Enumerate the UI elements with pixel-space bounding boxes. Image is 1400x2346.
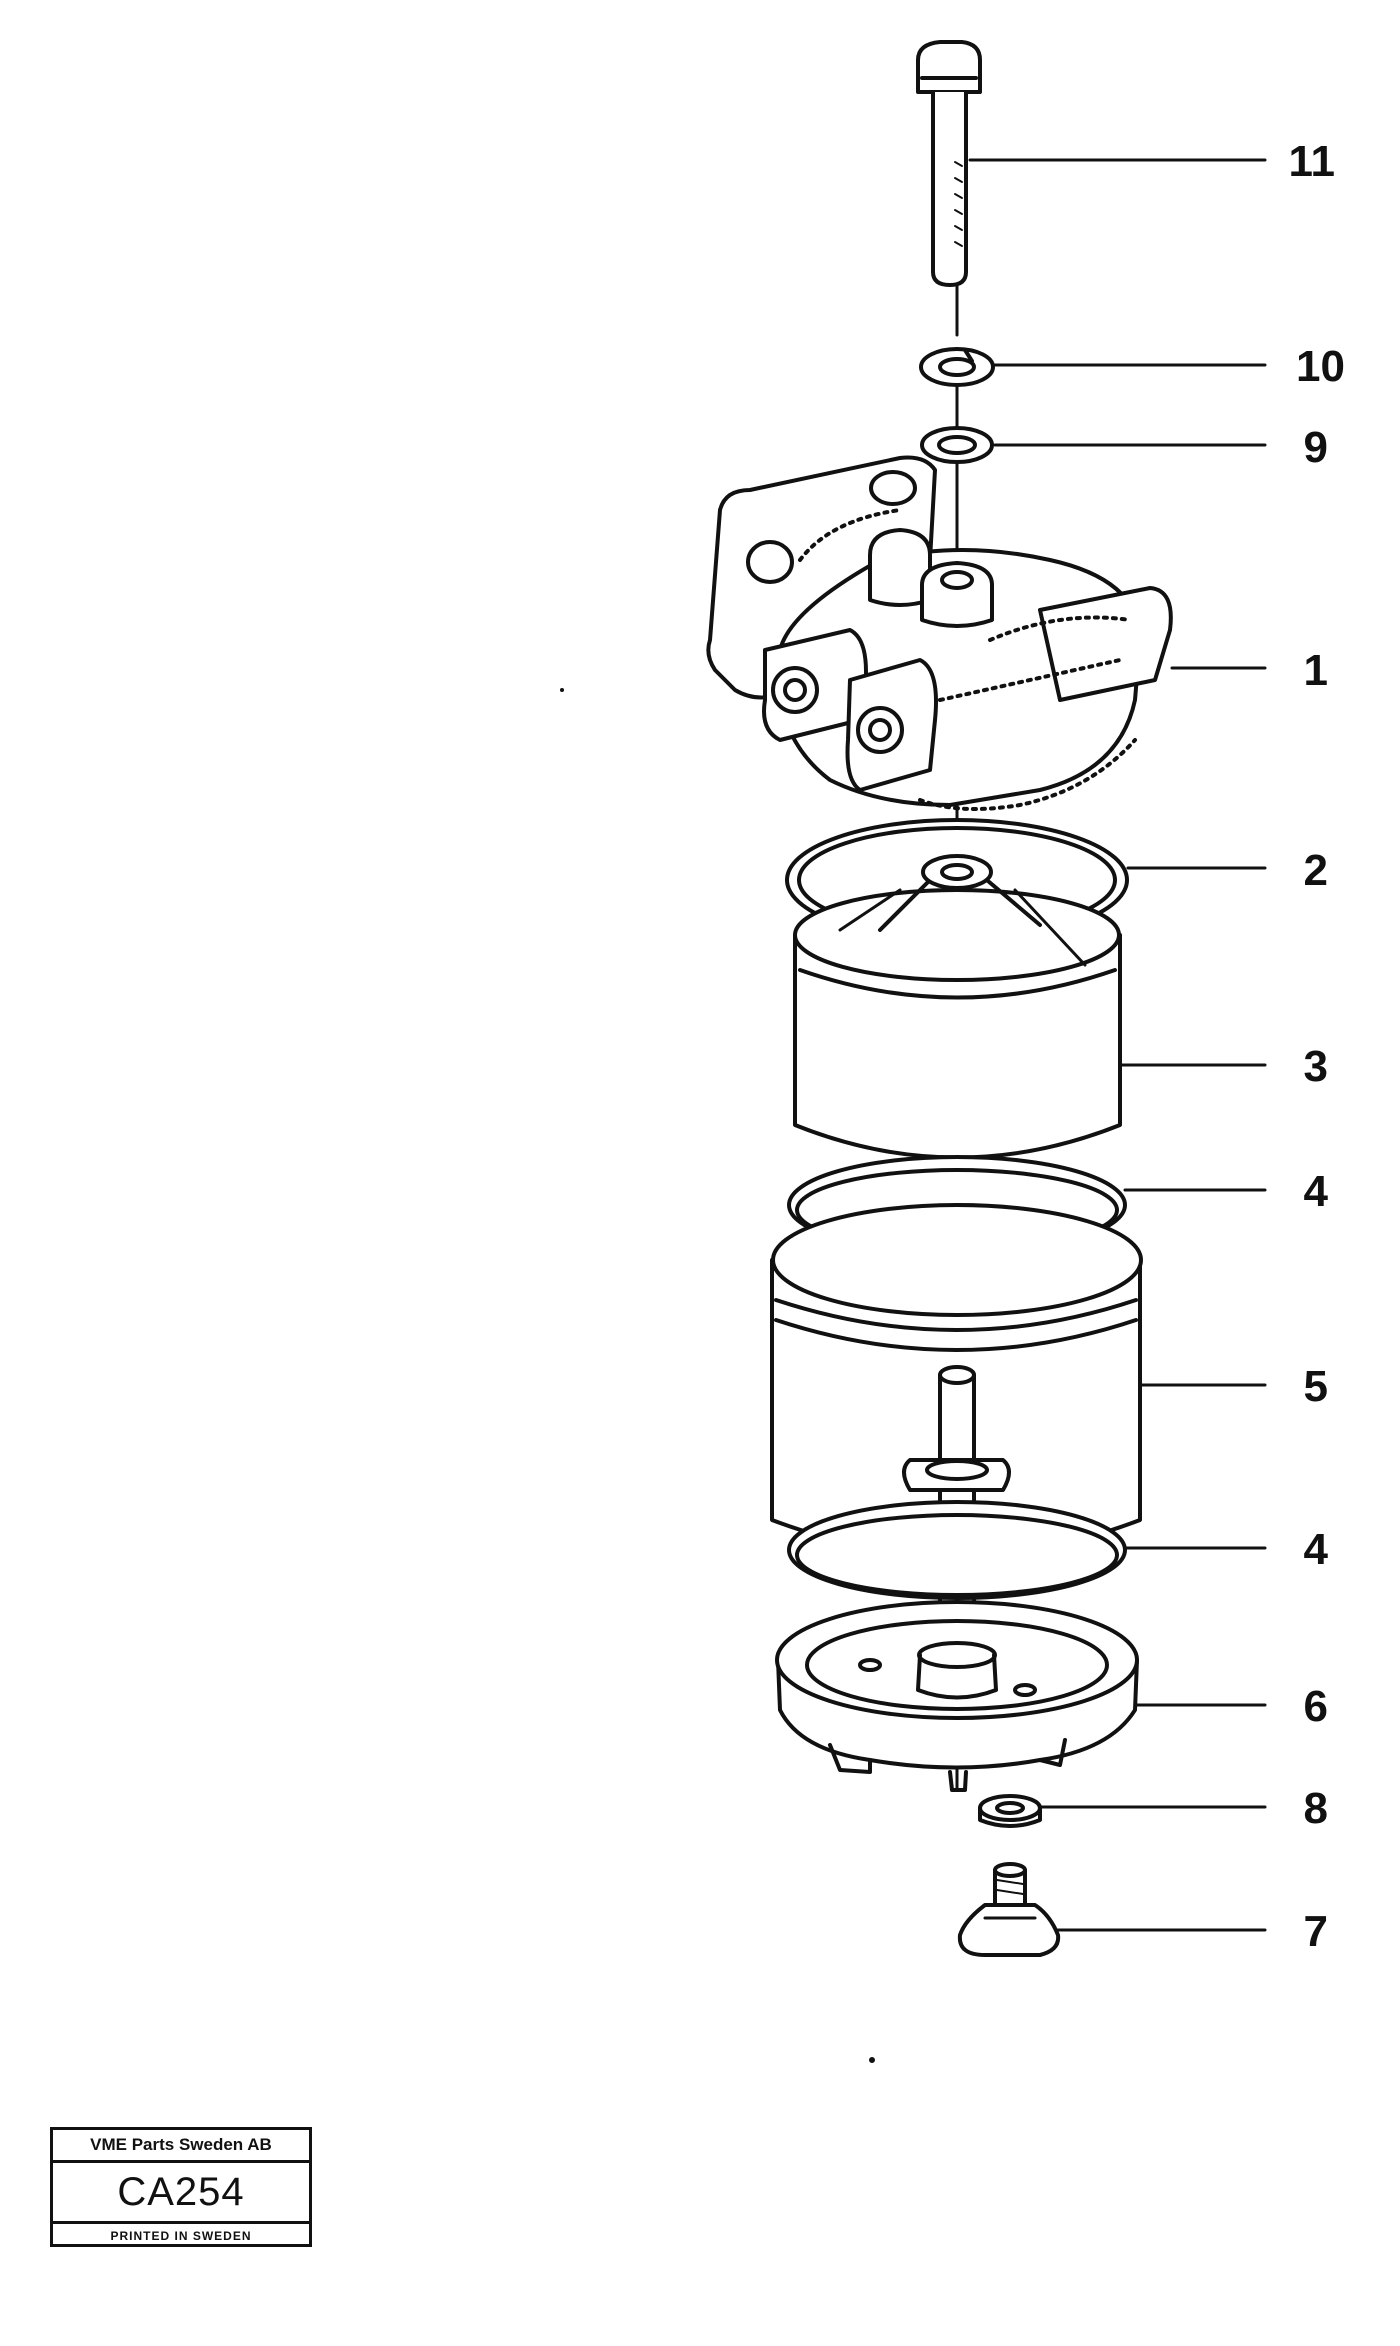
callout-2: 2 [1304,846,1328,895]
filter-base-part [775,1600,1139,1792]
callout-3: 3 [1304,1042,1328,1091]
callout-6: 6 [1304,1682,1328,1731]
title-stamp: VME Parts Sweden AB CA254 PRINTED IN SWE… [50,2127,312,2247]
callout-9: 9 [1304,423,1328,472]
callout-8: 8 [1304,1784,1328,1833]
callout-11: 11 [1288,137,1335,186]
stamp-company: VME Parts Sweden AB [53,2130,309,2163]
callout-5: 5 [1304,1362,1328,1411]
drain-plug-part [957,1862,1061,1957]
leader-lines [968,158,1267,1932]
lock-washer-part [919,347,995,387]
callout-4-upper: 4 [1304,1167,1329,1216]
callout-1: 1 [1304,646,1328,695]
drain-washer-part [978,1794,1042,1828]
scan-speck [560,688,564,692]
stamp-printed: PRINTED IN SWEDEN [110,2229,252,2243]
bolt-part [916,40,982,287]
filter-head-part [706,455,1173,811]
washer-part [920,426,994,464]
seal-ring-lower-part [787,1500,1127,1642]
callout-7: 7 [1304,1907,1328,1956]
callout-4-lower: 4 [1304,1525,1329,1574]
filter-element-part [793,854,1122,1160]
callout-10: 10 [1296,342,1345,391]
stamp-code: CA254 [53,2163,309,2224]
scan-speck [869,2057,875,2063]
